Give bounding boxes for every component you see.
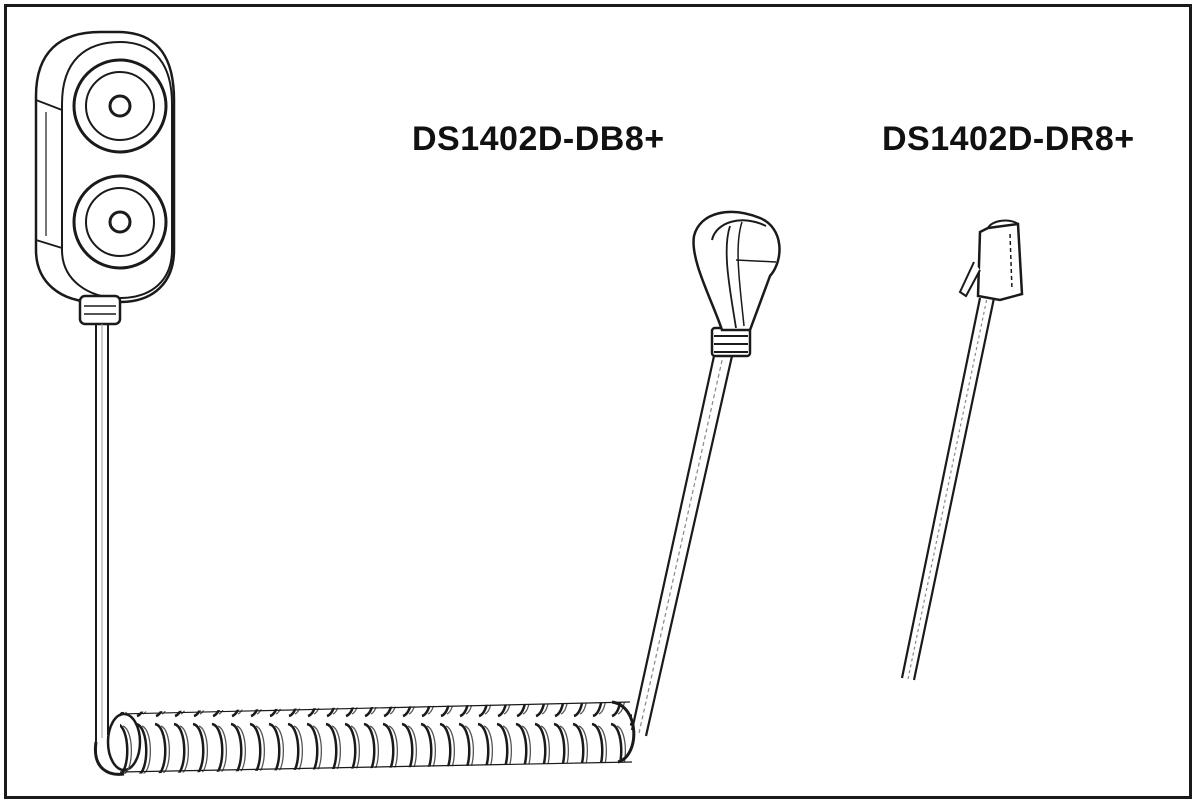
diagram-frame — [4, 4, 1192, 799]
dual-button-holder-icon — [34, 30, 176, 326]
dr8-cable-icon — [900, 297, 996, 681]
coiled-cable-icon — [93, 700, 636, 776]
rj-plug-icon — [958, 219, 1024, 302]
label-ds1402d-db8: DS1402D-DB8+ — [412, 120, 665, 158]
straight-cable-left-icon — [95, 324, 109, 742]
db8-cable-icon — [630, 355, 734, 737]
blue-dot-receptor-icon — [692, 210, 781, 358]
label-ds1402d-dr8: DS1402D-DR8+ — [882, 120, 1135, 158]
